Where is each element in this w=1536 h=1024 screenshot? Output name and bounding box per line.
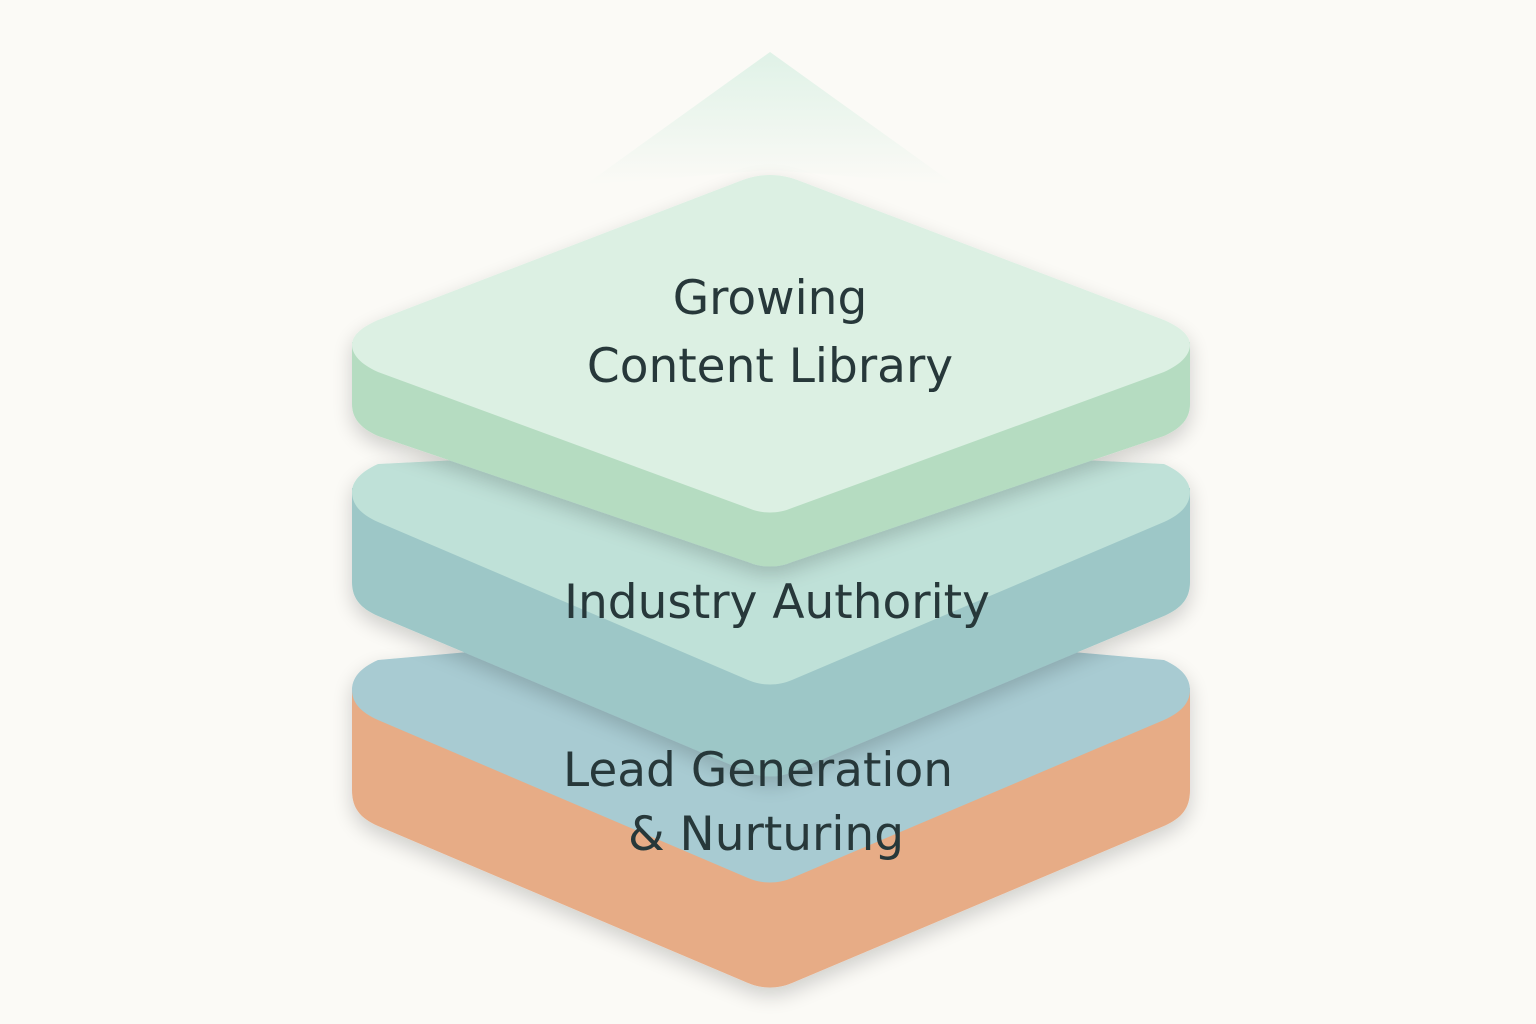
top-glow-peak <box>585 52 955 185</box>
layer-growing-content-library <box>352 175 1190 567</box>
label-lead-generation: Lead Generation <box>563 743 953 798</box>
layer-growing-content-library-top <box>352 175 1190 513</box>
label-content-library: Content Library <box>587 339 953 394</box>
label-industry-authority: Industry Authority <box>564 575 990 630</box>
label-growing: Growing <box>673 271 868 326</box>
label-nurturing: & Nurturing <box>628 807 904 862</box>
